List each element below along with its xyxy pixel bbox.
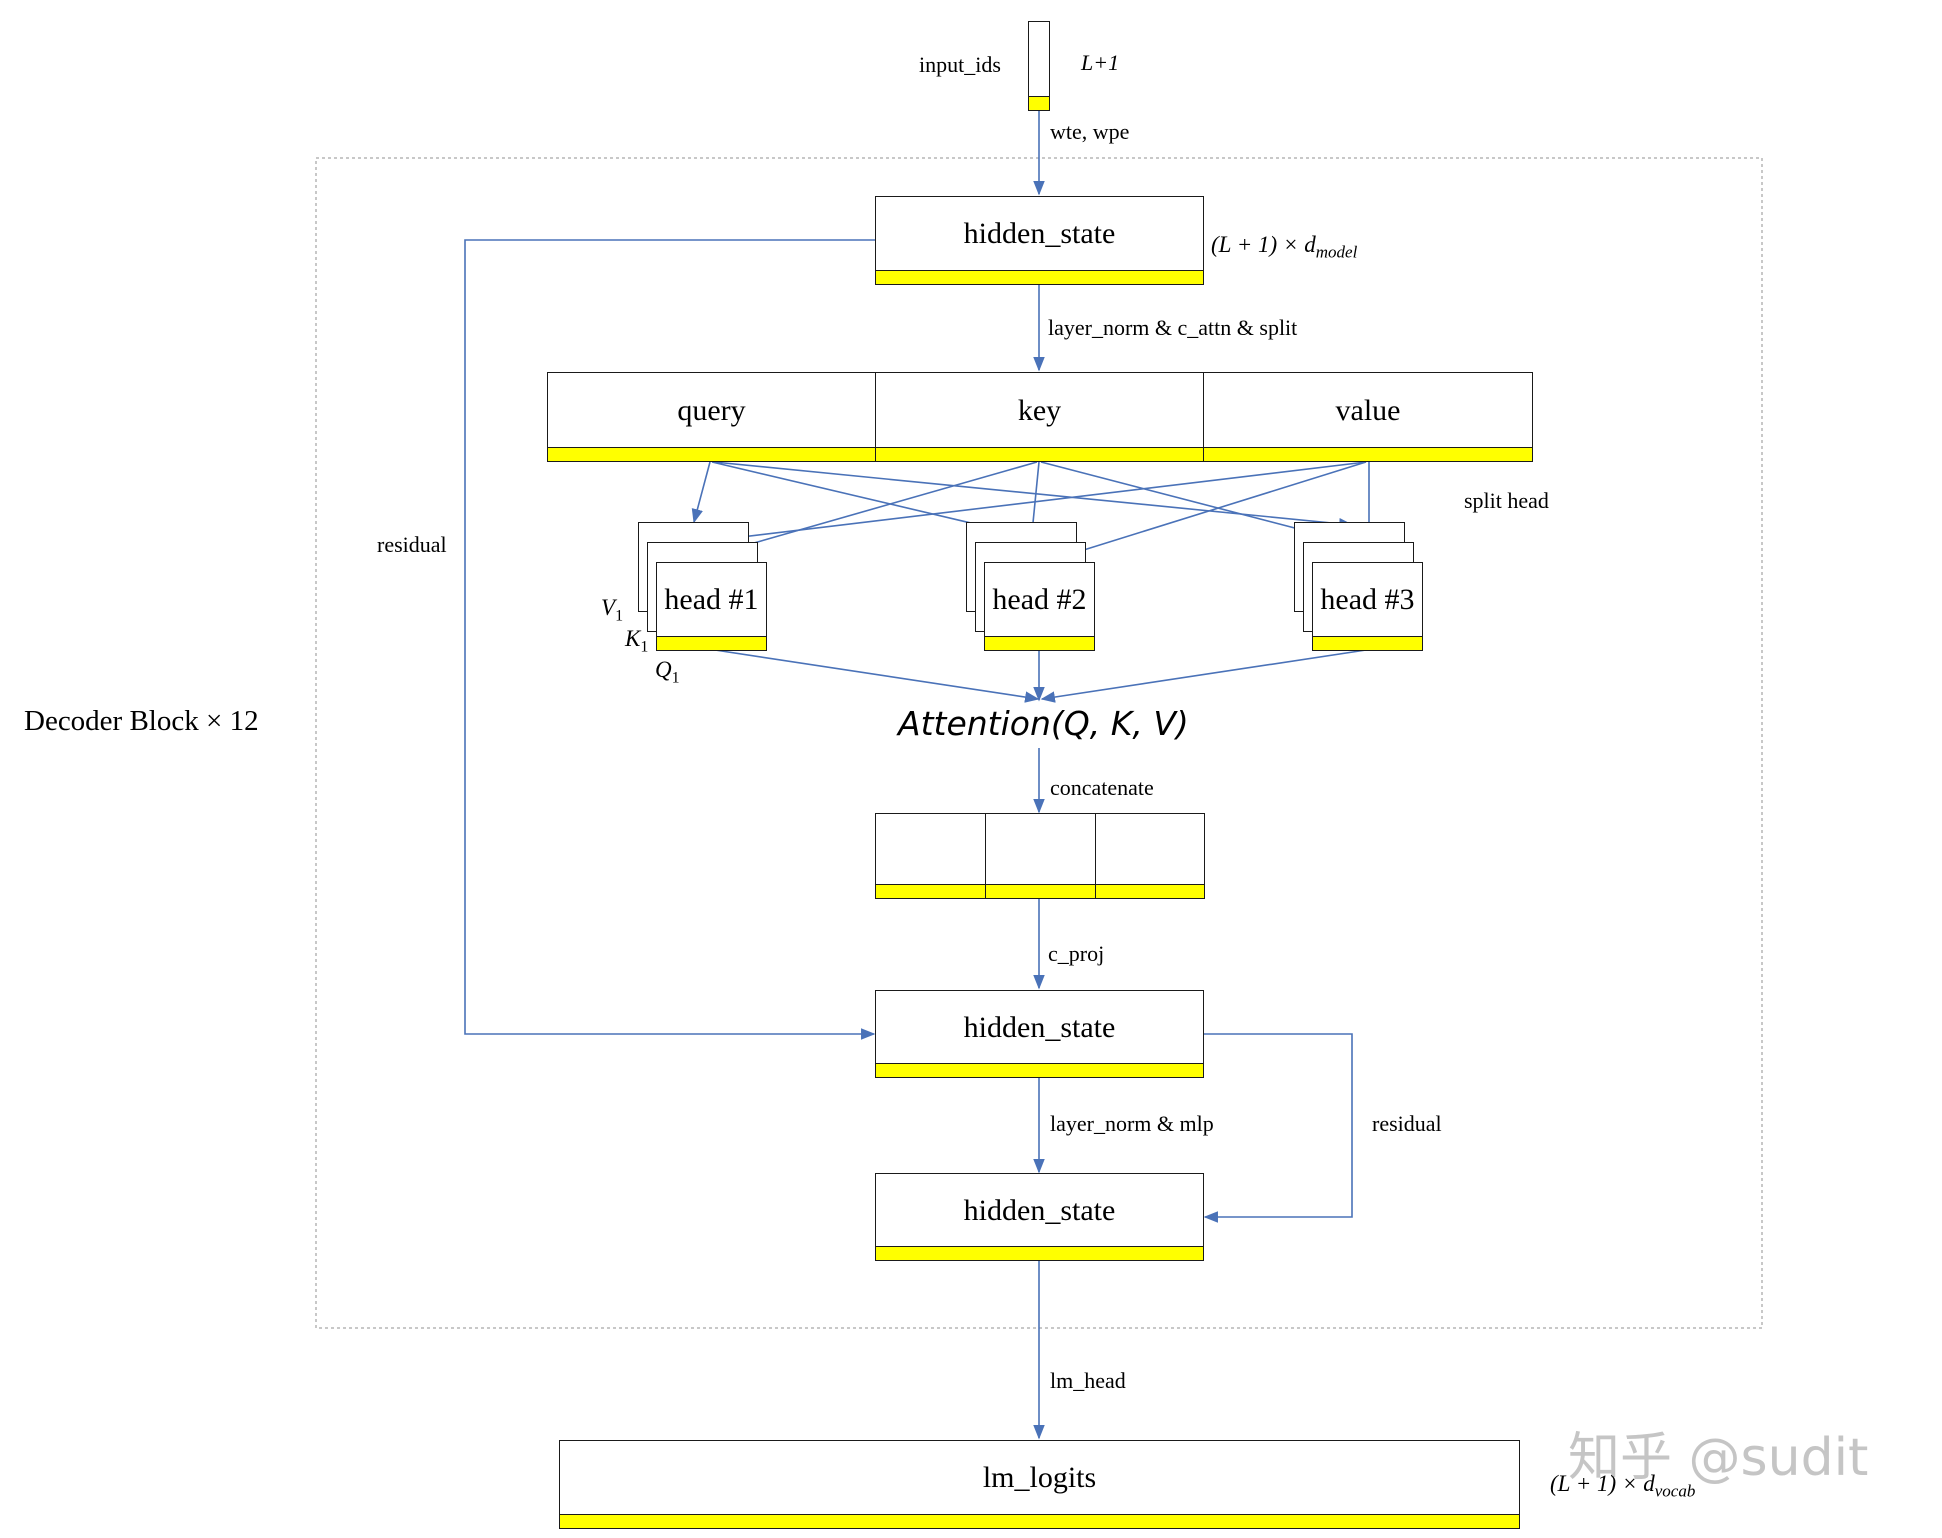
head2-label: head #2 [992, 583, 1087, 616]
lm-logits-box: lm_logits [559, 1440, 1520, 1529]
head3-label: head #3 [1320, 583, 1415, 616]
hidden-state-attn-highlight [876, 1063, 1203, 1077]
arrow-head1-to-attention [714, 649, 1040, 703]
concat-segment-3 [1095, 813, 1205, 899]
concat-segment-2-highlight [986, 884, 1095, 898]
split-value-head2 [1040, 461, 1367, 565]
hidden-state-input-highlight [876, 270, 1203, 284]
concat-segment-3-highlight [1096, 884, 1204, 898]
residual-left-label: residual [377, 532, 447, 557]
hidden-state-mlp-label: hidden_state [963, 1193, 1116, 1227]
q1-symbol: Q [655, 657, 672, 682]
ln-mlp-label: layer_norm & mlp [1050, 1111, 1214, 1136]
head2-highlight [985, 636, 1094, 650]
k1-label: K1 [625, 627, 648, 656]
input-ids-box [1028, 21, 1050, 111]
q1-label: Q1 [655, 658, 680, 687]
head3-q-layer: head #3 [1312, 562, 1423, 651]
value-box: value [1203, 372, 1533, 462]
watermark: 知乎 @sudit [1568, 1428, 1869, 1488]
hidden-dim-label: (L + 1) × dmodel [1211, 233, 1357, 261]
residual-right-path [1203, 1033, 1353, 1223]
cproj-label: c_proj [1048, 941, 1105, 966]
input-length-label: L+1 [1081, 50, 1120, 75]
split-value-head1 [698, 461, 1367, 547]
arrow-head3-to-attention [1040, 649, 1367, 703]
head3-highlight [1313, 636, 1422, 650]
query-highlight [548, 447, 875, 461]
hidden-state-input-label: hidden_state [963, 217, 1116, 250]
split-query-head1 [691, 461, 711, 524]
attention-formula: Attention(Q, K, V) [898, 704, 1189, 743]
decoder-block-label: Decoder Block × 12 [24, 705, 259, 737]
k1-symbol: K [625, 626, 641, 651]
head1-highlight [657, 636, 766, 650]
v1-index: 1 [615, 607, 624, 625]
head1-q-layer: head #1 [656, 562, 767, 651]
key-box: key [875, 372, 1204, 462]
hidden-state-mlp-highlight [876, 1246, 1203, 1260]
k1-index: 1 [640, 638, 649, 656]
lm-logits-label: lm_logits [982, 1461, 1097, 1494]
head1-label: head #1 [664, 583, 759, 616]
query-label: query [677, 393, 746, 427]
split-head-label: split head [1464, 488, 1549, 513]
concat-segment-1-highlight [876, 884, 985, 898]
v1-label: V1 [601, 596, 623, 625]
head2-q-layer: head #2 [984, 562, 1095, 651]
concat-segment-2 [985, 813, 1096, 899]
vocab-dim-label: (L + 1) × dvocab [1550, 1472, 1695, 1500]
lm-head-label: lm_head [1050, 1368, 1126, 1393]
concatenate-label: concatenate [1050, 775, 1154, 800]
value-label: value [1335, 393, 1401, 427]
residual-left-path [464, 239, 876, 1040]
lm-logits-highlight [560, 1514, 1519, 1528]
embedding-label: wte, wpe [1050, 119, 1130, 144]
q1-index: 1 [671, 669, 680, 687]
concat-segment-1 [875, 813, 986, 899]
vocab-dim-sub: vocab [1654, 1481, 1696, 1501]
split-key-head1 [710, 461, 1038, 557]
residual-right-label: residual [1372, 1111, 1442, 1136]
query-box: query [547, 372, 876, 462]
hidden-state-input: hidden_state [875, 196, 1204, 285]
hidden-state-mlp: hidden_state [875, 1173, 1204, 1261]
vocab-dim-prefix: (L + 1) × d [1550, 1471, 1655, 1496]
hidden-dim-prefix: (L + 1) × d [1211, 232, 1316, 257]
input-ids-highlight [1029, 96, 1049, 110]
input-ids-label: input_ids [919, 52, 1001, 77]
key-label: key [1017, 393, 1062, 427]
hidden-state-attn: hidden_state [875, 990, 1204, 1078]
hidden-state-attn-label: hidden_state [963, 1010, 1116, 1044]
v1-symbol: V [601, 595, 616, 620]
value-highlight [1204, 447, 1532, 461]
key-highlight [876, 447, 1203, 461]
ln-attn-label: layer_norm & c_attn & split [1048, 315, 1298, 340]
hidden-dim-sub: model [1315, 242, 1358, 262]
